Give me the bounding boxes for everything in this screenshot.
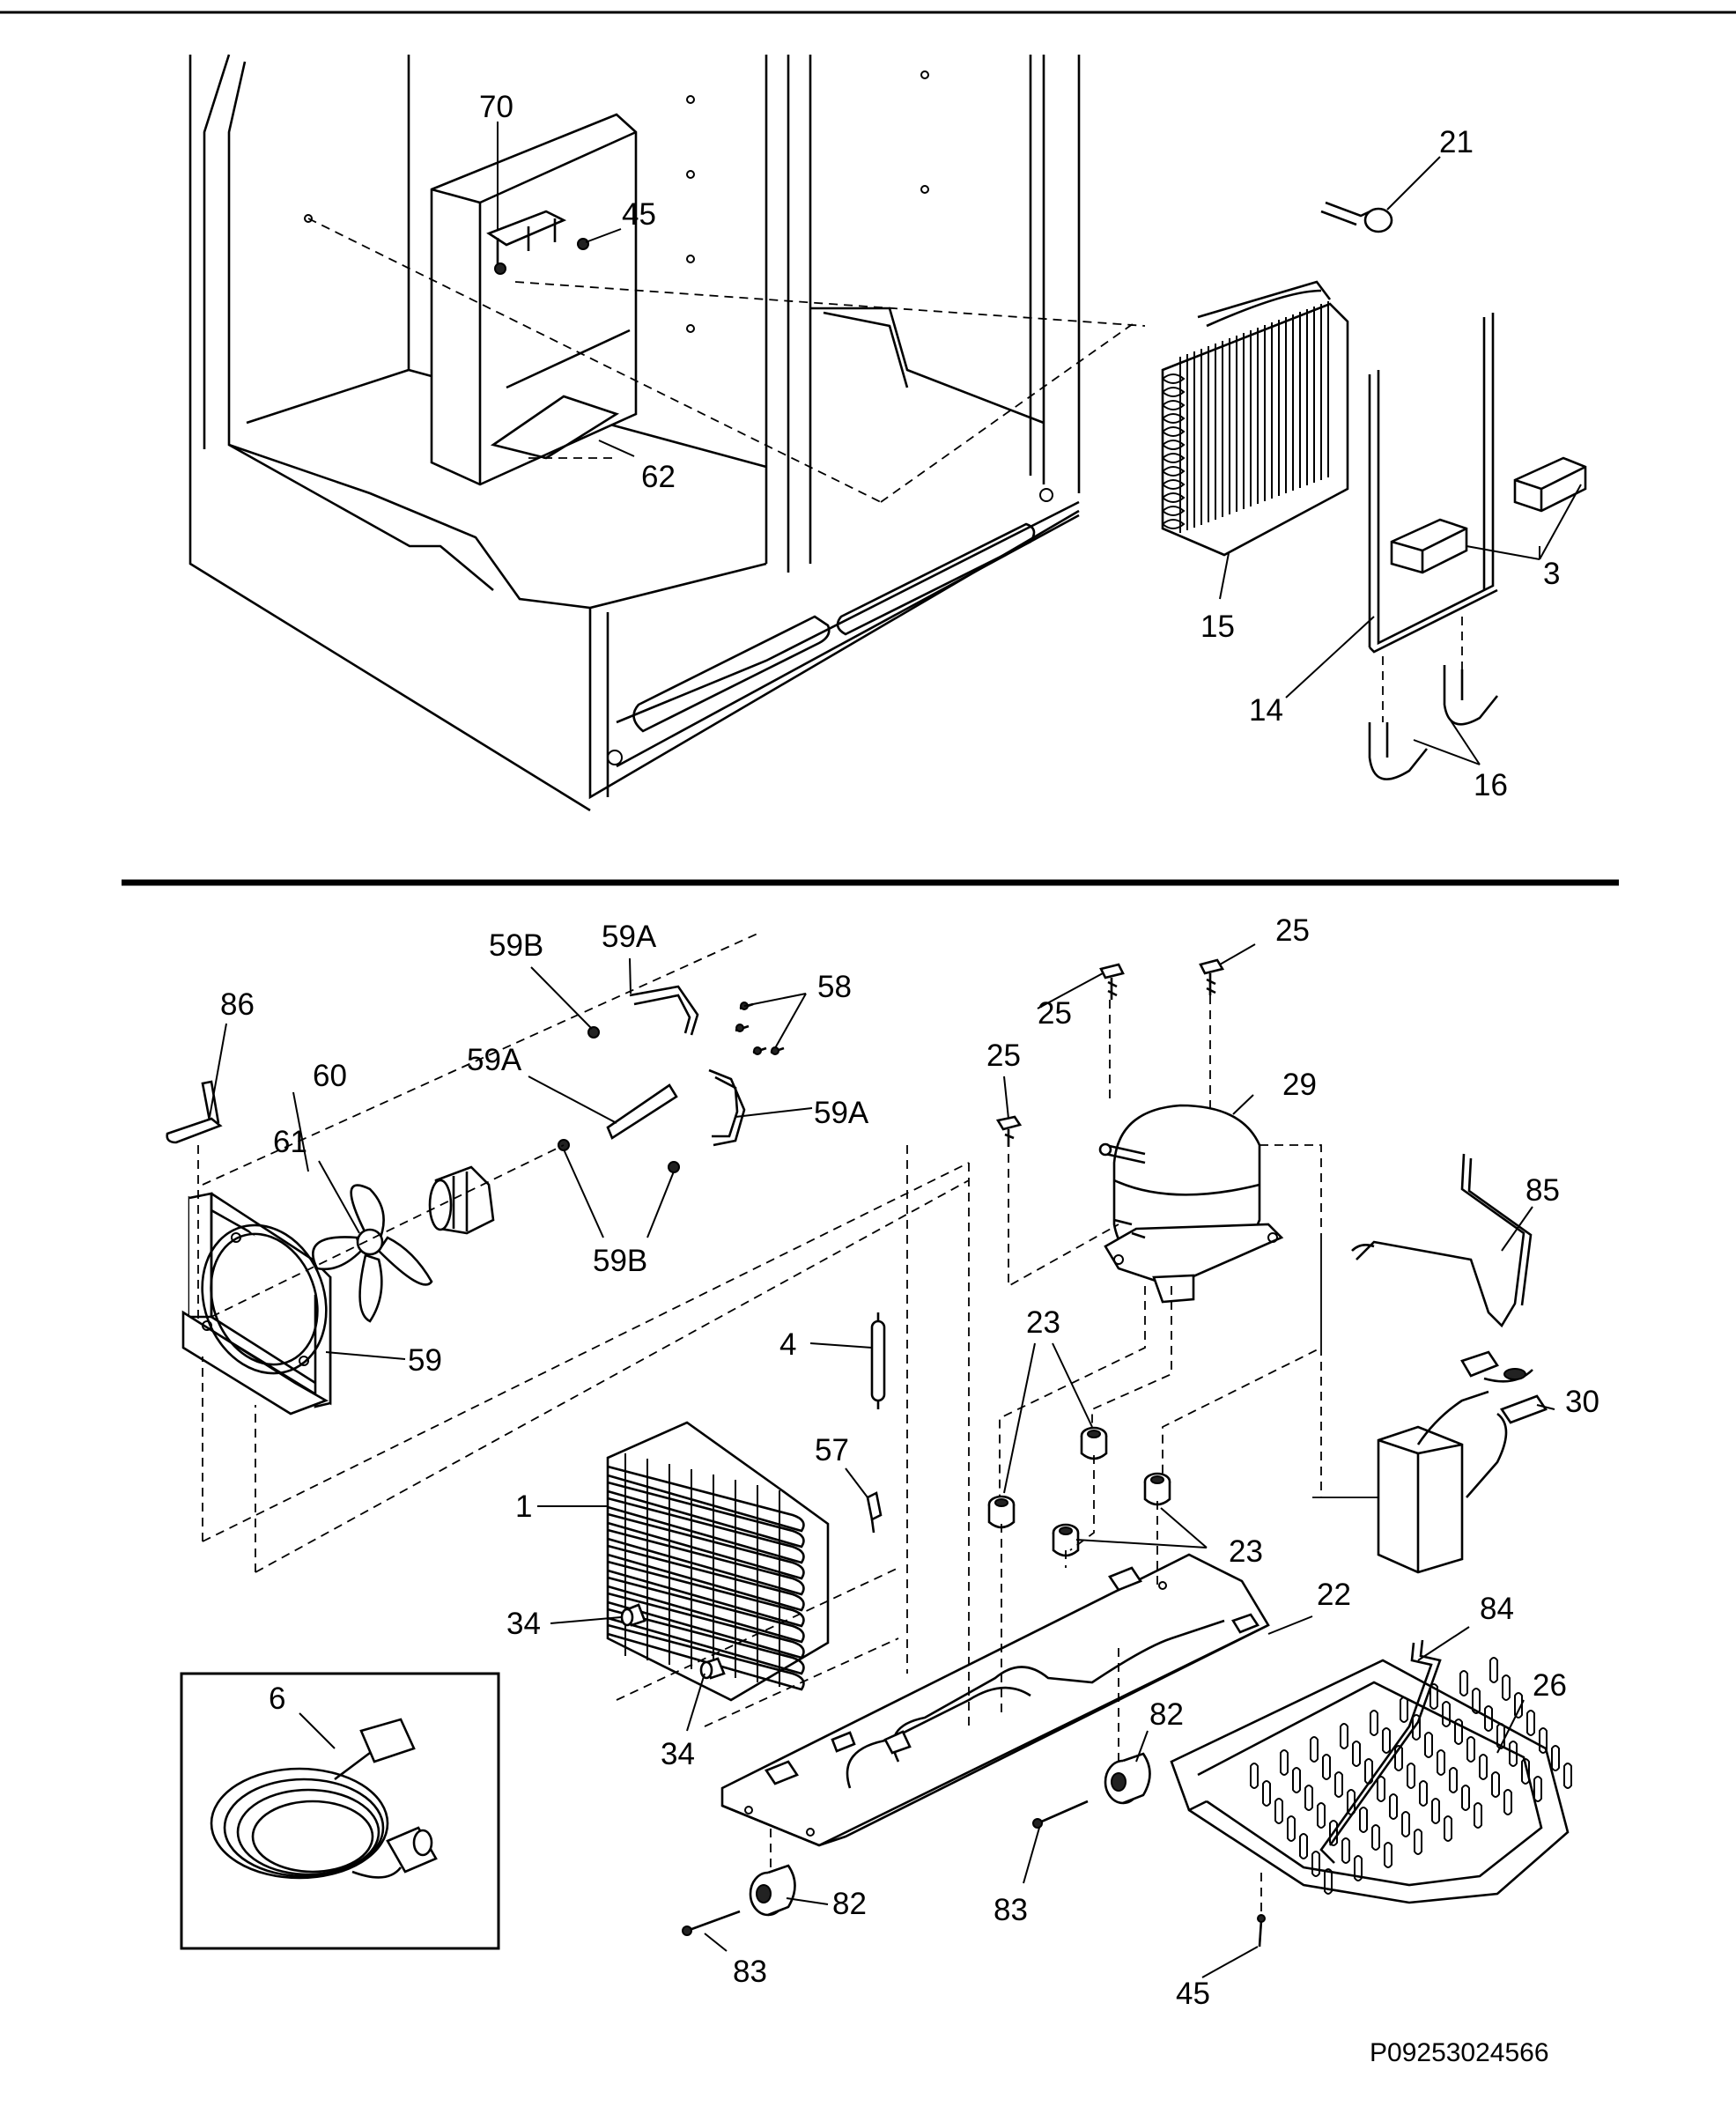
part-23-grommets [987, 1426, 1171, 1557]
part-16-clips [1368, 617, 1499, 780]
callout-23-lower: 23 [1229, 1534, 1263, 1569]
alignment-lines-top [307, 218, 1146, 503]
callout-59a-right: 59A [814, 1096, 869, 1130]
part-82-feet [749, 1752, 1151, 1917]
cabinet-drawing [188, 54, 1081, 812]
callout-62: 62 [641, 460, 676, 494]
part-6-inset [180, 1672, 500, 1950]
part-70-bracket [486, 210, 567, 275]
callout-23-upper: 23 [1026, 1305, 1060, 1340]
leader-lines-top [497, 122, 1582, 765]
callout-59a-left: 59A [467, 1043, 522, 1077]
callout-59: 59 [408, 1343, 442, 1378]
callout-25-mid: 25 [1038, 996, 1072, 1031]
callout-58: 58 [817, 970, 852, 1004]
callout-3: 3 [1543, 557, 1560, 591]
callout-60: 60 [313, 1059, 347, 1093]
callout-82-upper: 82 [1149, 1697, 1184, 1732]
part-25-bolts [995, 958, 1225, 1147]
callout-34-lower: 34 [661, 1737, 695, 1771]
callout-70: 70 [479, 90, 513, 124]
alignment-lines-bottom [197, 933, 1378, 1911]
callout-34-left: 34 [506, 1607, 541, 1641]
callout-84: 84 [1480, 1592, 1514, 1626]
callout-86: 86 [220, 987, 255, 1022]
part-59-fan-shroud [181, 1192, 332, 1415]
part-15-condenser [1161, 280, 1349, 557]
document-id: P09253024566 [1370, 2038, 1549, 2067]
callout-29: 29 [1282, 1068, 1317, 1102]
part-59a-tubes [558, 985, 785, 1173]
callout-6: 6 [269, 1682, 285, 1716]
part-86-clip [166, 1080, 223, 1144]
part-57-clip [866, 1491, 883, 1534]
part-22-base-pan [720, 1553, 1270, 1847]
callout-21: 21 [1439, 125, 1474, 159]
callout-25-right: 25 [1275, 913, 1310, 948]
part-21-valve [1320, 201, 1393, 233]
callout-1: 1 [515, 1489, 532, 1524]
callout-14: 14 [1249, 693, 1283, 728]
part-30-relay [1377, 1350, 1548, 1574]
callout-82-lower: 82 [832, 1887, 867, 1921]
callouts-top: 70 45 62 21 15 3 14 16 [479, 90, 1560, 802]
callout-30: 30 [1565, 1385, 1599, 1419]
callout-16: 16 [1474, 768, 1508, 802]
part-29-compressor [1098, 1104, 1284, 1304]
part-45-screw-bottom [1257, 1914, 1266, 1948]
callout-15: 15 [1200, 610, 1235, 644]
callout-83-upper: 83 [994, 1893, 1028, 1927]
callouts-bottom: 59B 59A 58 59A 59A 86 60 61 59B 59 25 25… [220, 913, 1599, 2011]
leader-lines-bottom [209, 943, 1555, 1978]
callout-45-top: 45 [622, 197, 656, 232]
callout-59b-lower: 59B [593, 1244, 647, 1278]
part-60-fan-motor [428, 1165, 495, 1235]
callout-83-lower: 83 [733, 1955, 767, 1989]
part-83-screws [682, 1800, 1089, 1936]
part-4-drier [870, 1312, 886, 1409]
callout-59a-upper: 59A [602, 920, 657, 954]
part-14-hot-loop [1368, 313, 1498, 654]
callout-22: 22 [1317, 1578, 1351, 1612]
part-62-dispenser-housing [430, 113, 638, 486]
part-45-screw-top [577, 238, 589, 250]
part-34-grommets [620, 1603, 726, 1680]
part-3-blocks [1390, 456, 1587, 574]
callout-26: 26 [1533, 1668, 1567, 1703]
part-1-coil [606, 1421, 830, 1702]
callout-45-bottom: 45 [1176, 1977, 1210, 2011]
callout-85: 85 [1525, 1173, 1560, 1208]
part-84-drain-tube [1319, 1639, 1442, 1864]
callout-25-left: 25 [986, 1039, 1021, 1073]
callout-4: 4 [779, 1327, 796, 1362]
callout-59b-upper: 59B [489, 928, 543, 963]
callout-61: 61 [273, 1125, 307, 1159]
callout-57: 57 [815, 1433, 849, 1467]
part-85-tube [1351, 1153, 1533, 1328]
